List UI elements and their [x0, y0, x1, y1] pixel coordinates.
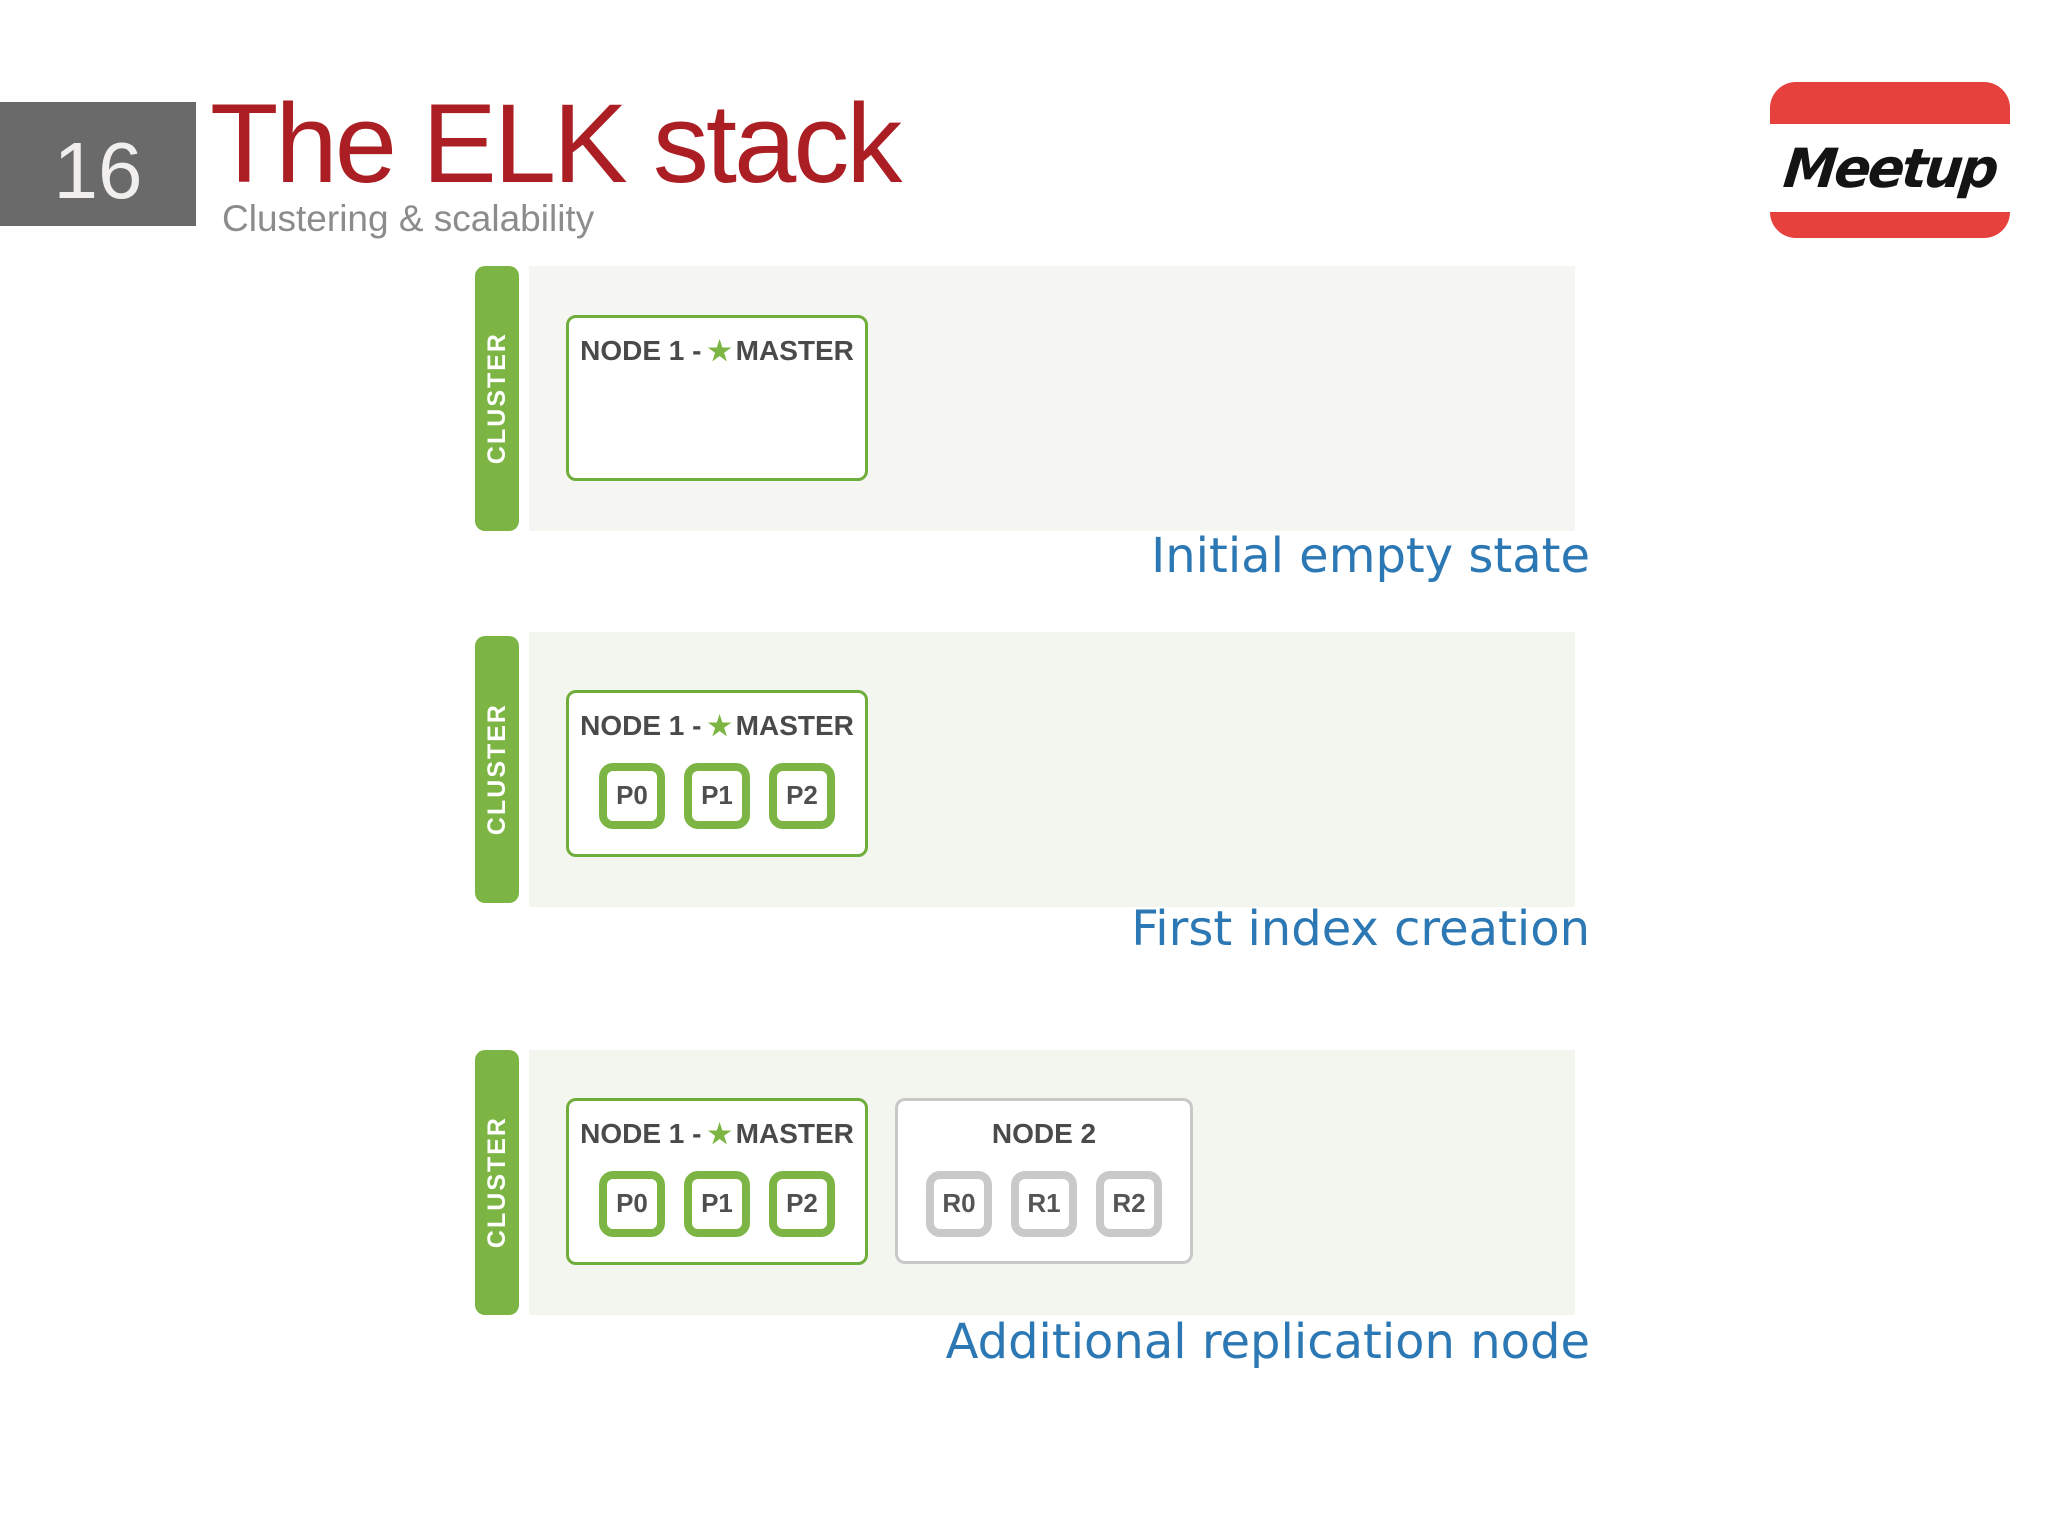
node1-title-row2: NODE 1 -★MASTER — [580, 709, 854, 743]
shard-p1: P1 — [684, 1170, 750, 1237]
shard-r0: R0 — [926, 1170, 992, 1237]
node1-title-suffix: MASTER — [735, 710, 854, 741]
shard-p1: P1 — [684, 762, 750, 829]
primary-shards-row2: P0 P1 P2 — [599, 762, 835, 829]
shard-p2: P2 — [769, 1170, 835, 1237]
cluster-label-3: CLUSTER — [482, 1116, 511, 1249]
caption-additional-replication-node: Additional replication node — [945, 1314, 1590, 1370]
node1-title-prefix: NODE 1 - — [580, 335, 702, 366]
node2-box-row3: NODE 2 R0 R1 R2 — [895, 1098, 1193, 1264]
shard-p0: P0 — [599, 762, 665, 829]
replica-shards-row3: R0 R1 R2 — [926, 1170, 1162, 1237]
node1-title-suffix: MASTER — [735, 335, 854, 366]
primary-shards-row3: P0 P1 P2 — [599, 1170, 835, 1237]
page-title: The ELK stack — [210, 81, 902, 206]
page-subtitle: Clustering & scalability — [222, 198, 595, 239]
node1-title-row1: NODE 1 -★MASTER — [580, 334, 854, 368]
master-star-icon: ★ — [707, 711, 732, 741]
shard-p0: P0 — [599, 1170, 665, 1237]
slide-number-box: 16 — [0, 102, 196, 226]
meetup-logo: Meetup — [1770, 82, 2010, 238]
node1-title-row3: NODE 1 -★MASTER — [580, 1117, 854, 1151]
slide-number: 16 — [53, 126, 143, 215]
node1-box-row2: NODE 1 -★MASTER P0 P1 P2 — [566, 690, 868, 857]
node1-box-row1: NODE 1 -★MASTER — [566, 315, 868, 481]
meetup-logo-text: Meetup — [1780, 136, 2000, 200]
node1-title-prefix: NODE 1 - — [580, 710, 702, 741]
cluster-bar-1: CLUSTER — [475, 266, 519, 531]
shard-r1: R1 — [1011, 1170, 1077, 1237]
node2-title: NODE 2 — [991, 1118, 1097, 1149]
node1-title-suffix: MASTER — [735, 1118, 854, 1149]
shard-p2: P2 — [769, 762, 835, 829]
master-star-icon: ★ — [707, 336, 732, 366]
cluster-bar-2: CLUSTER — [475, 636, 519, 903]
caption-initial-empty-state: Initial empty state — [1151, 528, 1590, 584]
shard-r2: R2 — [1096, 1170, 1162, 1237]
node1-title-prefix: NODE 1 - — [580, 1118, 702, 1149]
cluster-label-1: CLUSTER — [482, 332, 511, 465]
caption-first-index-creation: First index creation — [1131, 901, 1590, 957]
meetup-logo-band: Meetup — [1770, 124, 2010, 212]
cluster-label-2: CLUSTER — [482, 703, 511, 836]
master-star-icon: ★ — [707, 1119, 732, 1149]
cluster-bar-3: CLUSTER — [475, 1050, 519, 1315]
node1-box-row3: NODE 1 -★MASTER P0 P1 P2 — [566, 1098, 868, 1265]
